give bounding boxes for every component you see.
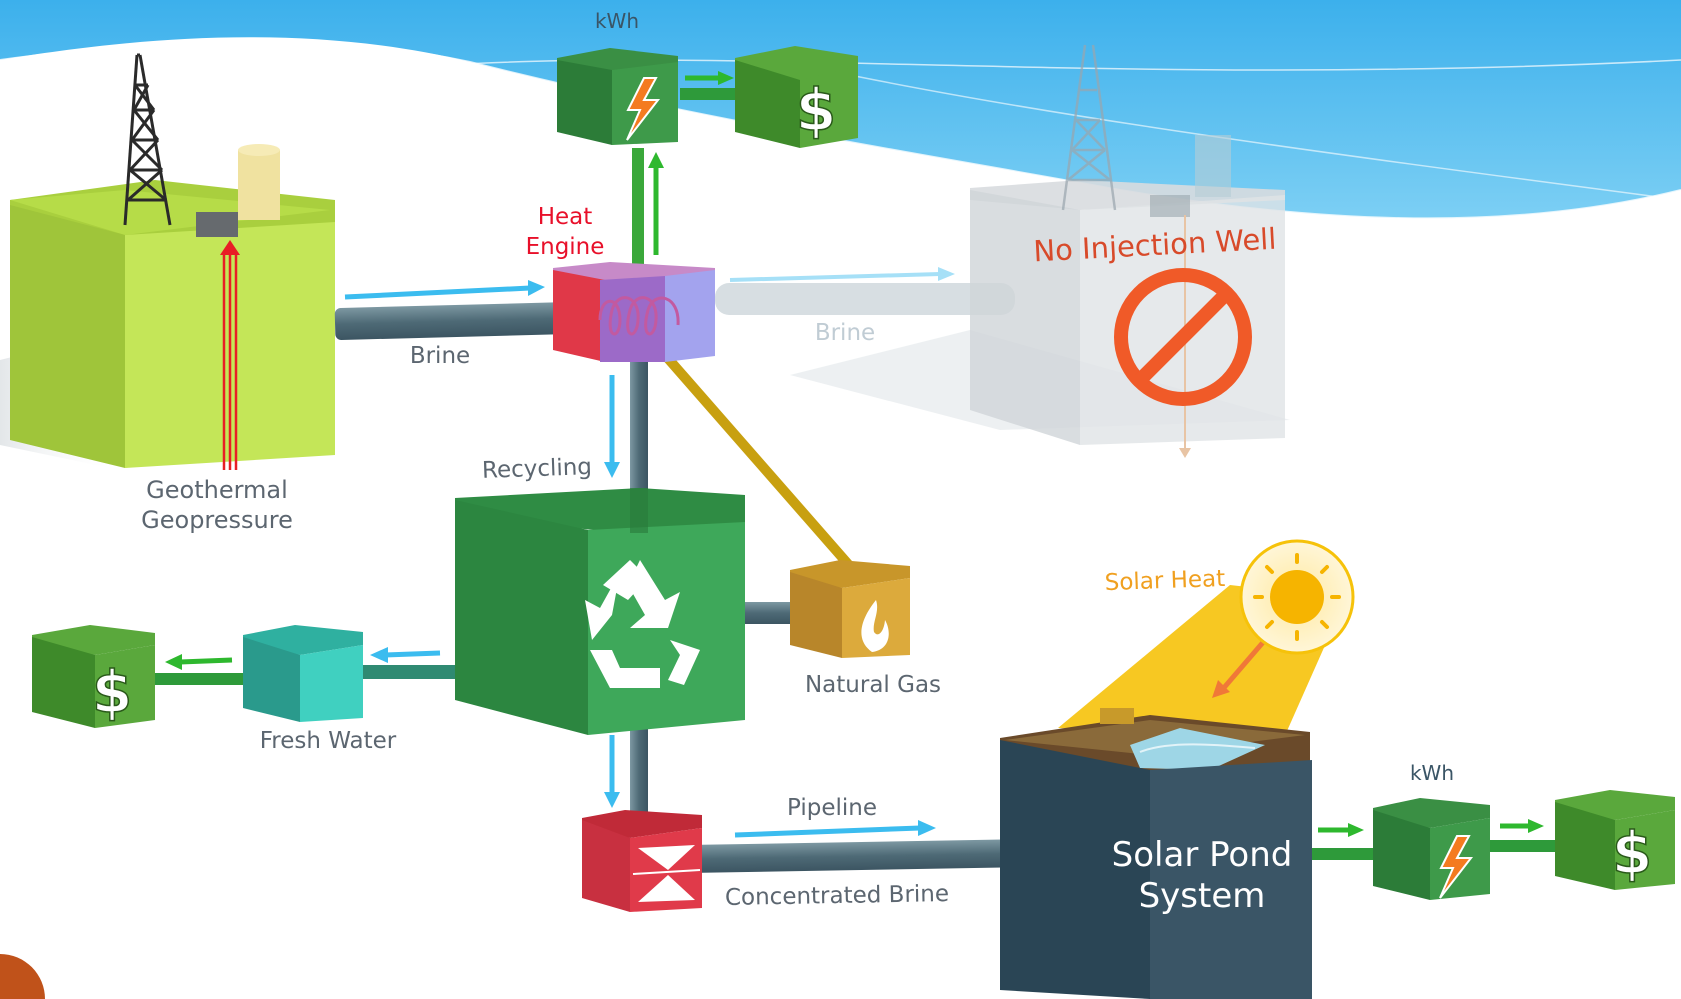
money-cube-left: $ [32,625,155,728]
dollar-icon: $ [92,658,132,726]
pipe-engine-to-recycle [630,350,648,500]
sun-icon [1239,539,1355,655]
no-entry-icon [1114,268,1252,406]
power-flow-arrow-up [648,152,664,255]
pipeline-label: Pipeline [787,795,877,821]
solar-pond-system [1000,708,1312,999]
fresh-water-to-money-arrow [165,654,233,670]
oil-derrick-icon [123,53,172,226]
brine-pipe-left [334,302,576,340]
solar-pond-label-line1: Solar Pond [1112,835,1293,875]
kwh-to-money-arrow-top [685,71,734,85]
coil-icon [598,296,680,336]
brine-label-right: Brine [815,320,875,346]
valve-icon [632,845,701,902]
natural-gas-pipe [661,351,859,576]
recycle-icon [585,560,700,688]
fresh-water-label: Fresh Water [260,728,397,754]
money-cube-right: $ [1555,790,1675,890]
concentrated-brine-pipeline [689,839,1031,873]
heat-engine-label-line1: Heat [538,204,593,230]
pond-to-kwh-arrow [1318,823,1364,837]
brine-flow-arrow [344,280,545,300]
dollar-icon: $ [1612,819,1652,887]
geothermal-well-block [0,53,335,470]
kwh-cube-right [1373,798,1490,900]
kwh-label-top: kWh [595,9,639,33]
power-line-engine-to-kwh [632,148,644,273]
concentrated-brine-label: Concentrated Brine [725,881,950,911]
pipeline-flow-arrow [734,820,936,838]
heat-engine-label-line2: Engine [526,234,605,260]
lightning-icon [626,77,661,141]
geothermal-label-line1: Geothermal [146,476,288,504]
geothermal-label-line2: Geopressure [141,506,293,534]
natural-gas-cube [790,560,910,658]
brine-flow-arrow-faded [729,267,955,282]
kwh-to-money-arrow-right [1500,819,1544,833]
kwh-label-right: kWh [1410,761,1454,785]
flame-icon [861,600,889,652]
lightning-icon [1439,835,1474,899]
solar-heat-label: Solar Heat [1104,566,1225,596]
recycling-label: Recycling [482,454,593,484]
pipe-recycle-to-valve [630,725,648,825]
money-cube-top: $ [735,46,858,148]
recycling-flow-arrow [604,375,620,478]
heat-engine [553,262,715,362]
brine-pipe-right [715,283,1015,315]
brine-label-left: Brine [410,343,470,369]
valve-block [582,810,702,912]
natural-gas-label: Natural Gas [805,672,941,698]
valve-flow-arrow [604,735,620,808]
no-injection-well [790,44,1290,458]
dollar-icon: $ [796,76,836,144]
fresh-water-cube [243,625,363,722]
solar-pond-label-line2: System [1139,876,1266,916]
kwh-cube-top [557,48,678,145]
fresh-water-flow-arrow [370,647,441,663]
corner-decoration [0,954,45,999]
recycling-block [455,488,745,735]
